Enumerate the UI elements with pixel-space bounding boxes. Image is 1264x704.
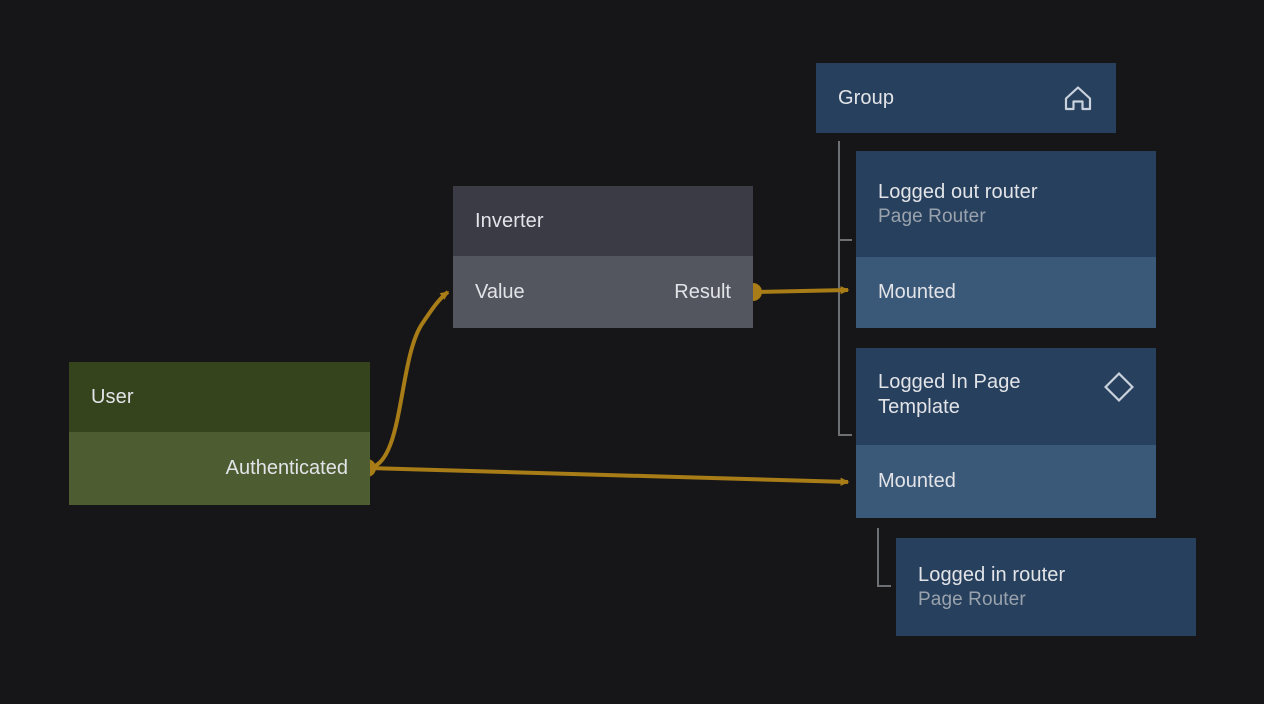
inverter-title: Inverter <box>475 209 544 232</box>
logged-in-router-node[interactable]: Logged in router Page Router <box>896 538 1196 636</box>
port-label-result[interactable]: Result <box>674 280 731 303</box>
port-label-value[interactable]: Value <box>475 280 525 303</box>
logged-in-page-template-port-mounted[interactable]: Mounted <box>856 445 1156 518</box>
user-port-authenticated[interactable]: Authenticated <box>69 432 370 505</box>
inverter-header[interactable]: Inverter <box>453 186 753 256</box>
edge-user-to-logged-in-mounted <box>367 466 850 486</box>
group-node[interactable]: Group <box>816 63 1116 133</box>
logged-out-router-port-mounted[interactable]: Mounted <box>856 257 1156 328</box>
edge-inverter-to-logged-out-mounted <box>753 286 850 295</box>
logged-in-router-header[interactable]: Logged in router Page Router <box>896 538 1196 636</box>
port-label-authenticated: Authenticated <box>225 457 348 479</box>
template-tree-branch-1 <box>877 585 891 587</box>
user-node[interactable]: User Authenticated <box>69 362 370 505</box>
logged-out-router-node[interactable]: Logged out router Page Router Mounted <box>856 151 1156 328</box>
group-node-title: Group <box>838 86 895 109</box>
logged-in-router-title: Logged in router <box>918 563 1066 586</box>
port-label-mounted: Mounted <box>878 281 956 303</box>
group-tree-branch-2 <box>838 434 852 436</box>
group-node-header[interactable]: Group <box>816 63 1116 133</box>
logged-out-router-title: Logged out router <box>878 180 1038 203</box>
diamond-icon <box>1104 372 1134 402</box>
inverter-port-row[interactable]: Value Result <box>453 256 753 328</box>
logged-out-router-header[interactable]: Logged out router Page Router <box>856 151 1156 257</box>
user-header[interactable]: User <box>69 362 370 432</box>
port-label-mounted: Mounted <box>878 470 956 492</box>
user-title: User <box>91 385 134 408</box>
logged-in-router-subtitle: Page Router <box>918 588 1026 610</box>
group-tree-branch-1 <box>838 239 852 241</box>
group-tree-trunk <box>838 141 840 436</box>
logged-out-router-subtitle: Page Router <box>878 205 986 227</box>
edge-user-to-inverter <box>367 290 450 470</box>
logged-in-page-template-title: Logged In Page Template <box>878 371 1021 418</box>
logged-in-page-template-node[interactable]: Logged In Page Template Mounted <box>856 348 1156 518</box>
logged-in-page-template-header[interactable]: Logged In Page Template <box>856 348 1156 445</box>
template-tree-trunk <box>877 528 879 587</box>
inverter-node[interactable]: Inverter Value Result <box>453 186 753 328</box>
home-icon <box>1062 83 1094 113</box>
